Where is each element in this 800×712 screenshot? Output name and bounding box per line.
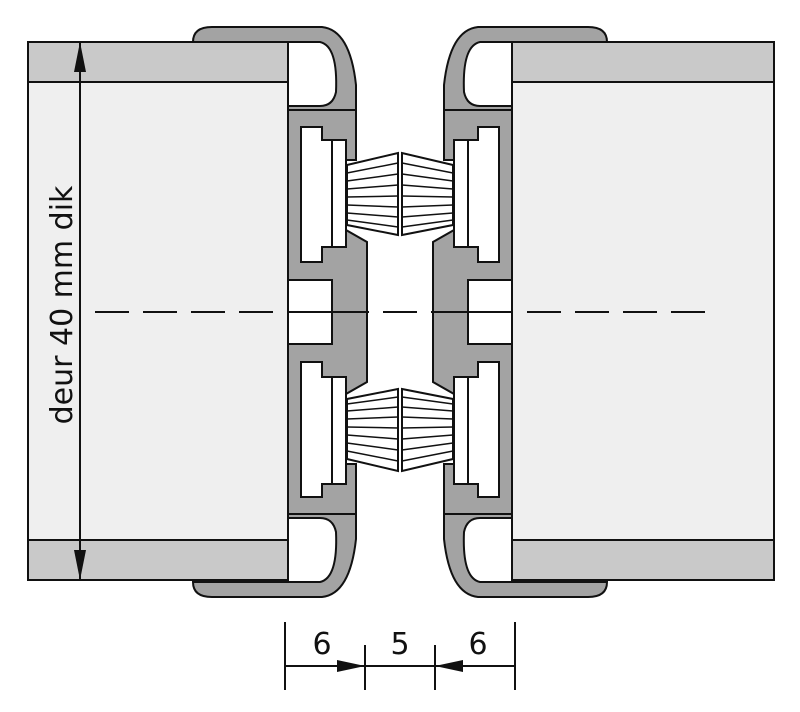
arrow-left-icon	[435, 660, 463, 672]
arrow-up-icon	[74, 42, 86, 72]
gap-dimensions	[284, 622, 516, 690]
dimension-gap: 5	[390, 627, 409, 662]
dimension-right: 6	[468, 627, 487, 662]
arrow-right-icon	[337, 660, 365, 672]
door-thickness-label: deur 40 mm dik	[45, 185, 80, 424]
thickness-dimension	[74, 42, 86, 580]
dimension-left: 6	[312, 627, 331, 662]
arrow-down-icon	[74, 550, 86, 580]
